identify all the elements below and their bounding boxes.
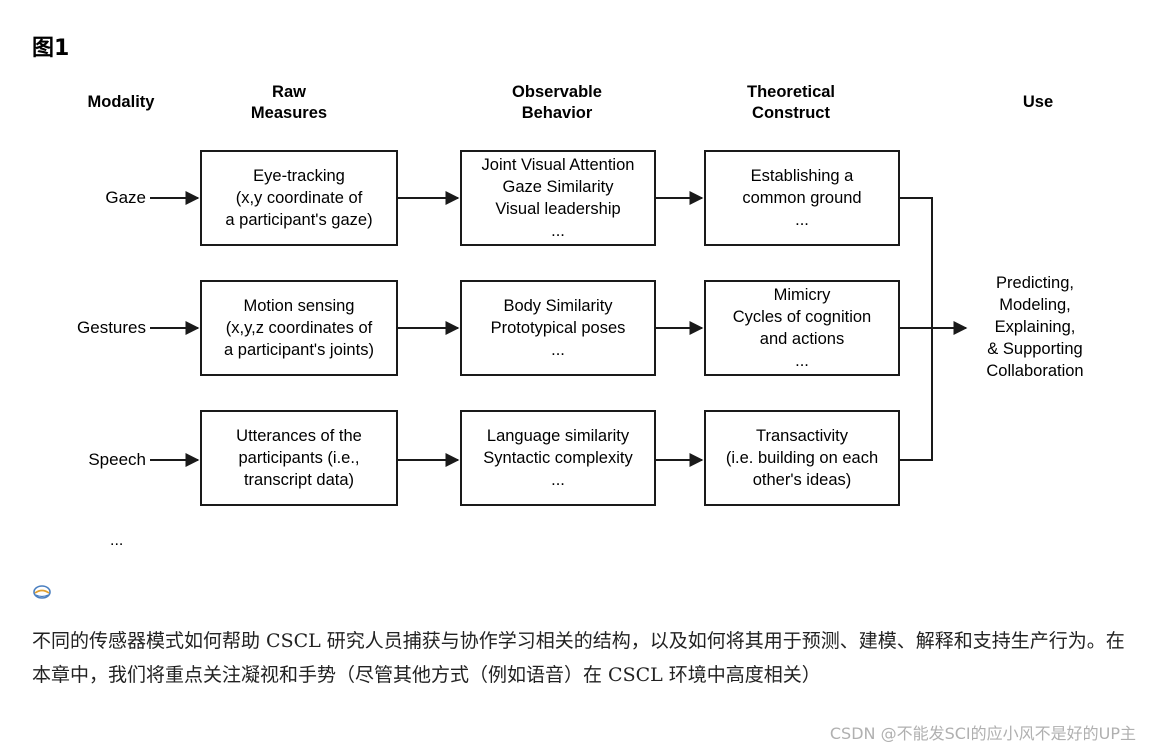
header-modality: Modality	[87, 93, 155, 111]
use-outcomes: Predicting,Modeling,Explaining,& Support…	[986, 274, 1084, 380]
image-placeholder-icon[interactable]	[32, 584, 52, 600]
csdn-watermark: CSDN @不能发SCI的应小风不是好的UP主	[829, 724, 1136, 743]
header-use: Use	[1022, 93, 1054, 111]
figure-caption: 不同的传感器模式如何帮助 CSCL 研究人员捕获与协作学习相关的结构，以及如何将…	[32, 630, 1125, 686]
row-label-speech: Speech	[88, 450, 146, 469]
row-label-gaze: Gaze	[105, 188, 146, 207]
figure-title: 图1	[32, 36, 70, 61]
diagram-connectors	[150, 191, 968, 467]
more-modalities-ellipsis: ...	[110, 532, 124, 549]
row-label-gestures: Gestures	[77, 318, 146, 337]
